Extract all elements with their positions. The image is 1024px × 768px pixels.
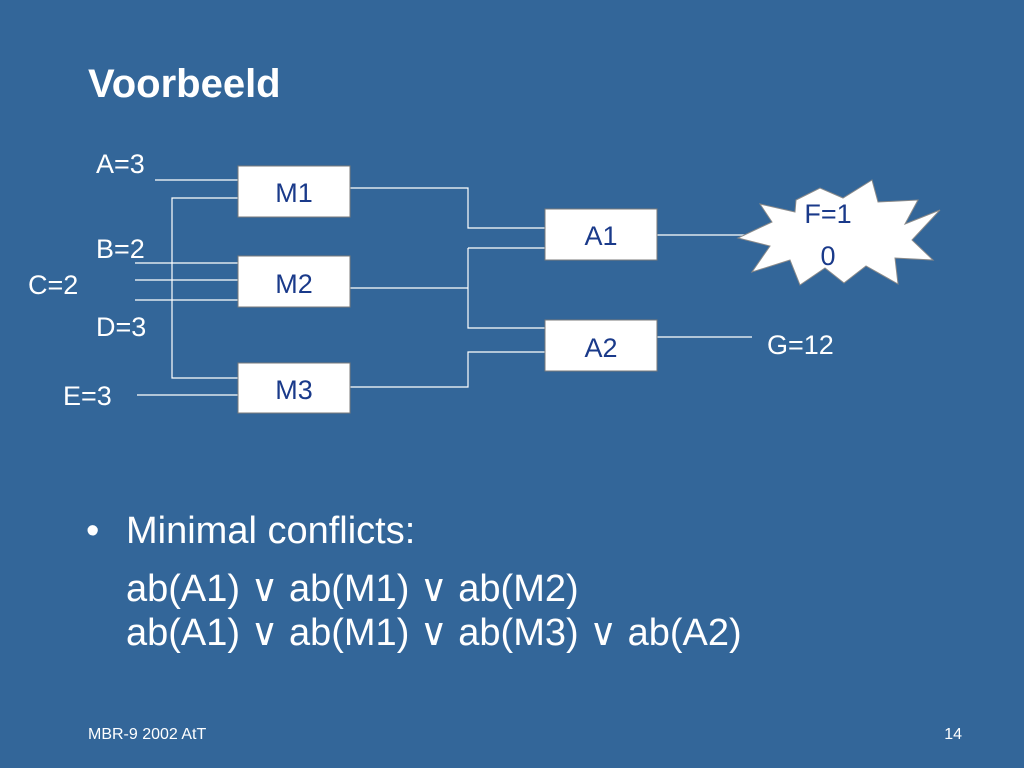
adder-a2: A2 [544, 319, 658, 372]
adder-a2-label: A2 [584, 333, 617, 363]
output-f-label-line2: 0 [820, 241, 835, 271]
multiplier-m2-label: M2 [275, 269, 313, 299]
multiplier-m3: M3 [237, 362, 351, 414]
conflict-list: ab(A1) ∨ ab(M1) ∨ ab(M2) ab(A1) ∨ ab(M1)… [86, 567, 742, 655]
adder-a1: A1 [544, 208, 658, 261]
conflict-expression-2: ab(A1) ∨ ab(M1) ∨ ab(M3) ∨ ab(A2) [126, 612, 742, 654]
output-f-starburst: F=1 0 [736, 179, 941, 286]
footer-text: MBR-9 2002 AtT [88, 726, 207, 743]
multiplier-m1-label: M1 [275, 178, 313, 208]
input-d-label: D=3 [96, 312, 146, 342]
input-a-label: A=3 [96, 149, 145, 179]
multiplier-m2: M2 [237, 255, 351, 308]
multiplier-m3-label: M3 [275, 375, 313, 405]
slide-title: Voorbeeld [88, 62, 281, 106]
input-e-label: E=3 [63, 381, 112, 411]
circuit-wires [135, 179, 770, 396]
page-number: 14 [944, 726, 962, 743]
conflict-expression-1: ab(A1) ∨ ab(M1) ∨ ab(M2) [126, 568, 579, 610]
output-g-label: G=12 [767, 330, 834, 360]
bullet-heading: Minimal conflicts: [126, 510, 416, 552]
adder-a1-label: A1 [584, 221, 617, 251]
bullet-item: • Minimal conflicts: [86, 510, 742, 553]
bullet-marker: • [86, 510, 100, 552]
multiplier-m1: M1 [237, 165, 351, 218]
output-f-label-line1: F=1 [804, 199, 851, 229]
input-c-label: C=2 [28, 270, 78, 300]
input-b-label: B=2 [96, 234, 145, 264]
bullet-list: • Minimal conflicts: ab(A1) ∨ ab(M1) ∨ a… [86, 510, 742, 655]
